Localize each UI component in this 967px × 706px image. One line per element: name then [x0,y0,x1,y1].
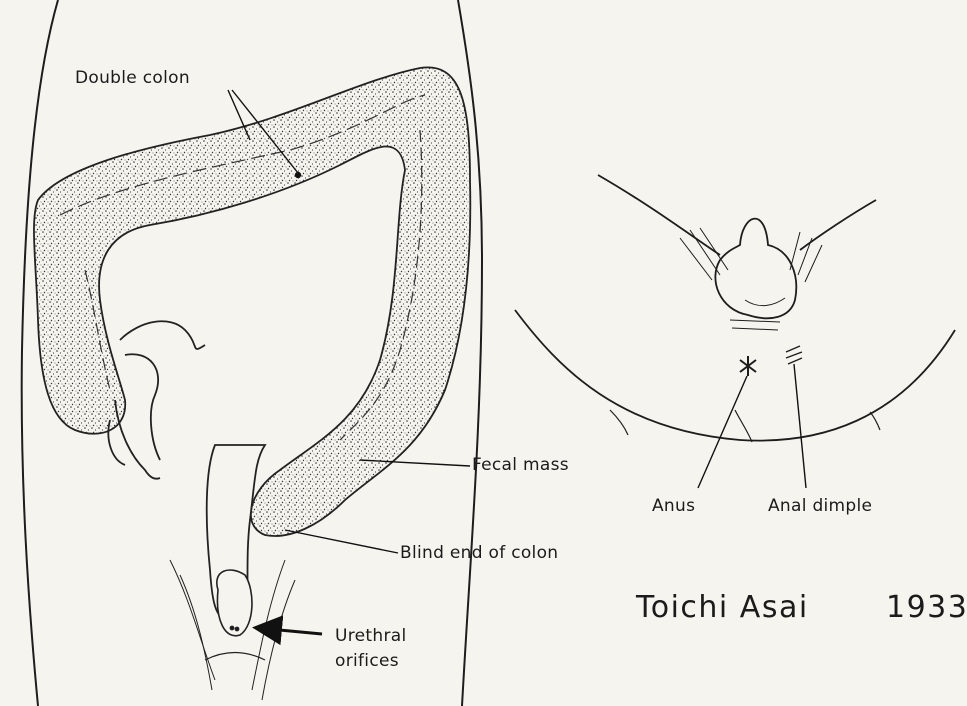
leader-urethral [258,628,322,634]
credit-author: Toichi Asai [636,590,809,625]
leader-lines-right [698,364,806,488]
label-fecal-mass: Fecal mass [472,455,569,475]
credit-year: 1933 [886,590,967,625]
label-urethral-line2: orifices [335,651,399,671]
leader-anal-dimple [794,364,806,488]
label-urethral-line1: Urethral [335,626,407,646]
label-anus: Anus [652,496,695,516]
label-double-colon: Double colon [75,68,190,88]
leader-anus [698,376,747,488]
label-anal-dimple: Anal dimple [768,496,872,516]
label-blind-end: Blind end of colon [400,543,558,563]
leader-blind-end [285,530,398,553]
